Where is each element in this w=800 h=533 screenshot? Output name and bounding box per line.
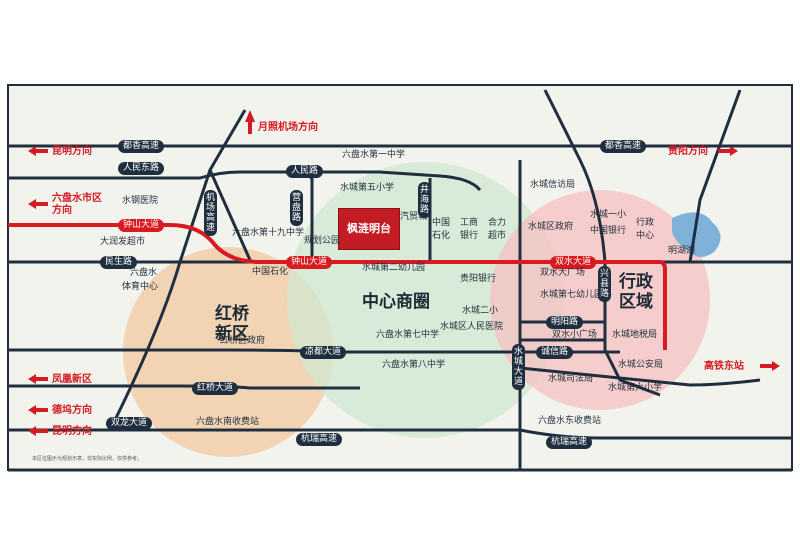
poi-scsfj: 水城司法局	[548, 374, 594, 384]
direction-gaotie: 高铁东站	[704, 361, 744, 372]
arrow-left-liupanshui	[28, 199, 36, 209]
poi-hlcsa: 合力	[488, 218, 507, 228]
direction-guiyang: 贵阳方向	[668, 146, 708, 157]
arrow-left-dewu	[28, 405, 36, 415]
arrow-left-kunming2	[28, 426, 36, 436]
poi-ssxgc: 双水小广场	[552, 330, 598, 340]
road-chengxin: 诚信路	[536, 346, 574, 359]
poi-xzzxa: 行政	[636, 218, 655, 228]
arrow-right-guiyang	[730, 146, 738, 156]
poi-lps19: 六盘水第十九中学	[232, 228, 305, 238]
road-renmin: 人民路	[286, 165, 324, 178]
poi-gsyha: 工商	[460, 218, 479, 228]
poi-hg-hospital: 水钢医院	[122, 196, 159, 206]
arrow-right-gaotie	[772, 361, 780, 371]
road-xingxian: 兴县路	[598, 266, 611, 302]
road-minsheng: 民生路	[100, 256, 138, 269]
arrow-left-kunming1	[28, 146, 36, 156]
poi-gsyhb: 银行	[460, 231, 479, 241]
poi-mth: 明湖湖	[668, 246, 696, 256]
direction-liupanshui: 六盘水市区方向	[52, 193, 102, 216]
main-road-red	[8, 223, 667, 350]
road-yingpan: 营盘路	[290, 190, 303, 226]
poi-lps7z: 六盘水第七中学	[376, 330, 440, 340]
poi-tyzxa: 六盘水	[130, 268, 158, 278]
zone-hongqiao: 红桥新区	[215, 304, 249, 344]
road-jinghai: 井海路	[418, 182, 431, 218]
zone-admin: 行政区域	[619, 272, 653, 312]
poi-zgsh2b: 石化	[432, 231, 451, 241]
poi-xmch: 汽贸城	[400, 212, 428, 222]
poi-scdwxx: 水城第五小学	[340, 183, 395, 193]
poi-scxfj: 水城信访局	[530, 180, 576, 190]
poi-lps8z: 六盘水第八中学	[382, 360, 446, 370]
poi-gyyh: 贵阳银行	[460, 274, 497, 284]
poi-drfcs: 大润发超市	[100, 237, 146, 247]
zone-center: 中心商圈	[362, 292, 430, 312]
project-logo: 枫涟明台	[338, 208, 400, 250]
road-duxiang-west: 都香高速	[118, 140, 165, 153]
poi-zgsh1: 中国石化	[252, 267, 289, 277]
lake	[672, 212, 721, 257]
poi-lpsyz: 六盘水第一中学	[342, 150, 406, 160]
poi-lpsnsfz: 六盘水南收费站	[196, 417, 260, 427]
road-shuangshui: 双水大道	[550, 256, 597, 269]
poi-ghgy: 规划公园	[304, 236, 341, 246]
road-shuicheng: 水城大道	[512, 344, 525, 390]
direction-kunming-1: 昆明方向	[52, 146, 92, 157]
road-zhongshan: 钟山大道	[118, 219, 165, 232]
road-jichang: 机场高速	[204, 190, 217, 236]
poi-scdsj: 水城地税局	[612, 330, 658, 340]
road-hangrui-west: 杭瑞高速	[296, 433, 343, 446]
poi-zgyh: 中国银行	[590, 226, 627, 236]
poi-tyzxb: 体育中心	[122, 282, 159, 292]
hongqiao-zone	[123, 247, 333, 457]
poi-hqqzf: 红桥区政府	[220, 336, 266, 346]
direction-kunming-2: 昆明方向	[52, 426, 92, 437]
poi-scqrmyy: 水城区人民医院	[440, 322, 504, 332]
poi-sc1x: 水城一小	[590, 210, 627, 220]
project-name: 枫涟明台	[347, 222, 391, 235]
road-hangrui-east: 杭瑞高速	[546, 436, 593, 449]
road-renmin-east: 人民东路	[118, 162, 165, 175]
arrow-left-fenghuang	[28, 374, 36, 384]
poi-sc6x: 水城第六小学	[608, 383, 663, 393]
poi-scgaj: 水城公安局	[618, 360, 664, 370]
poi-sceyey: 水城第二幼儿园	[362, 263, 426, 273]
direction-dewu: 德坞方向	[52, 405, 92, 416]
poi-hlcsb: 超市	[488, 231, 507, 241]
poi-zgsh2a: 中国	[432, 218, 451, 228]
direction-airport: 月照机场方向	[258, 122, 318, 133]
poi-sc7y: 水城第七幼儿园	[540, 290, 604, 300]
poi-sc2x: 水城二小	[462, 306, 499, 316]
poi-lpsdsfz: 六盘水东收费站	[538, 416, 602, 426]
direction-fenghuang: 凤凰新区	[52, 374, 92, 385]
poi-scqzf: 水城区政府	[528, 222, 574, 232]
road-zhongshan-center: 钟山大道	[286, 256, 333, 269]
road-liangdu: 凉都大道	[300, 346, 347, 359]
road-duxiang-east: 都香高速	[600, 140, 647, 153]
disclaimer: 本区位图示为规划示意，非实际比例，仅供参考。	[32, 456, 143, 462]
road-hongqiao: 红桥大道	[192, 382, 239, 395]
poi-ssdgc: 双水大广场	[540, 268, 586, 278]
road-mingyang: 明阳路	[546, 316, 584, 329]
road-shuanglong: 双龙大道	[106, 417, 153, 430]
poi-xzzxb: 中心	[636, 231, 655, 241]
arrow-up-airport	[245, 110, 255, 122]
